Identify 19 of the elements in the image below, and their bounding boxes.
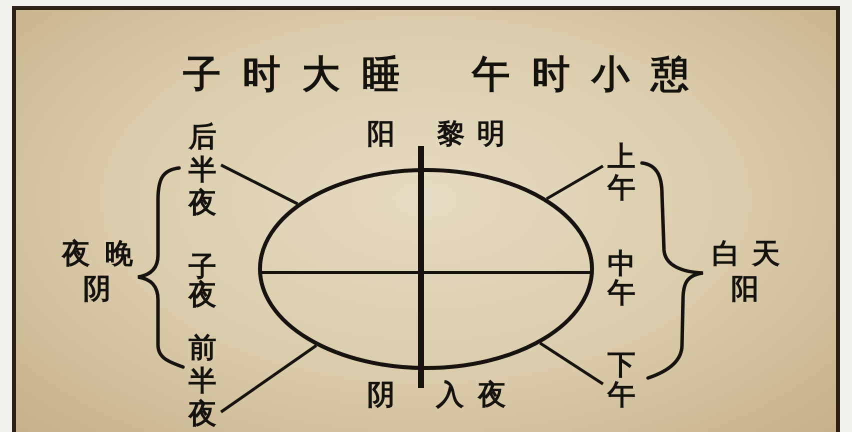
yin-yang-label: 阴 (83, 275, 111, 303)
time-label: 后半夜 (188, 120, 217, 219)
leader-line (220, 164, 298, 206)
yin-yang-label: 阳 (731, 275, 759, 303)
leader-line (220, 344, 318, 414)
phase-label: 阴 (367, 381, 395, 409)
title: 子时大睡 午时小憩 (183, 55, 689, 93)
phase-label: 黎明 (437, 120, 505, 148)
time-label: 子夜 (188, 253, 217, 309)
period-label: 夜晚 (62, 240, 133, 268)
ellipse (258, 168, 594, 370)
phase-label: 阳 (367, 120, 395, 148)
period-label: 白天 (712, 240, 780, 268)
phase-label: 入夜 (436, 381, 506, 409)
leader-line (539, 342, 604, 386)
time-label: 上午 (607, 141, 636, 203)
time-label: 前半夜 (188, 331, 217, 430)
leader-line (546, 164, 604, 200)
time-label: 下午 (607, 350, 636, 410)
